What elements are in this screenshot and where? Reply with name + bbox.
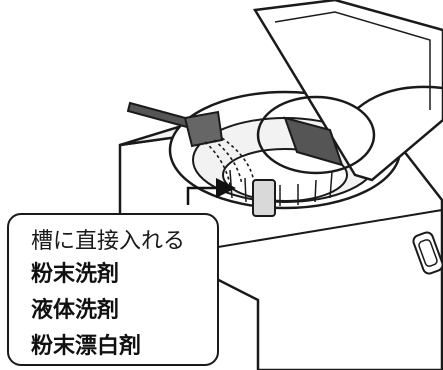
callout-item-powder-detergent: 粉末洗剤: [31, 262, 120, 287]
pour-arrow-icon: [186, 178, 236, 205]
callout-item-liquid-detergent: 液体洗剤: [31, 298, 120, 323]
detergent-case-icon: [256, 95, 376, 175]
callout-box: 槽に直接入れる 粉末洗剤 液体洗剤 粉末漂白剤: [7, 213, 219, 366]
callout-item-powder-bleach: 粉末漂白剤: [31, 334, 142, 359]
lid: [252, 0, 443, 182]
leader-line: [357, 85, 443, 109]
callout-heading: 槽に直接入れる: [31, 229, 186, 254]
pour-path: [204, 137, 255, 186]
measuring-scoop-icon: [126, 101, 224, 148]
